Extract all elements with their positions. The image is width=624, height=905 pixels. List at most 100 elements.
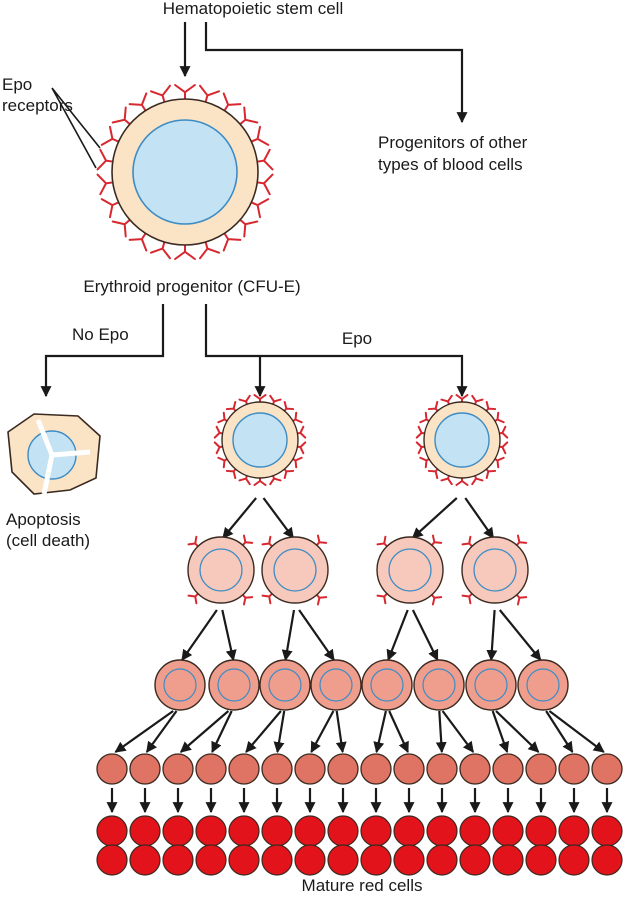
erythroblast-cell [259, 659, 311, 711]
mature-red-cell [558, 844, 590, 876]
proerythroblast-cell [461, 534, 529, 606]
arrow-division-2 [386, 609, 409, 662]
mature-red-cell [162, 815, 194, 847]
nucleus [526, 668, 560, 702]
mature-red-cell [228, 844, 260, 876]
mature-red-cell [591, 844, 623, 876]
normoblast-cell [96, 753, 128, 785]
arrow-no-epo-to-apoptosis [40, 304, 165, 398]
mature-red-cell [492, 844, 524, 876]
arrow-division-2 [221, 609, 237, 662]
proerythroblast-cell [261, 534, 329, 606]
arrows-layer [40, 22, 613, 814]
normoblast-cell [360, 753, 392, 785]
erythroblast-cell [413, 659, 465, 711]
nucleus [132, 119, 238, 225]
mature-red-cell [261, 815, 293, 847]
mature-red-cell [426, 815, 458, 847]
arrow-division-3 [388, 710, 409, 754]
erythroblast-cell [361, 659, 413, 711]
normoblast-cell [294, 753, 326, 785]
arrow-division-3 [545, 710, 574, 753]
other-progenitors-label-line1: Progenitors of other [378, 133, 528, 152]
proerythroblast-cell [187, 534, 255, 606]
erythroblast-cell [465, 659, 517, 711]
erythroid-progenitor-label: Erythroid progenitor (CFU-E) [83, 277, 301, 296]
nucleus [388, 548, 432, 592]
apoptosis-label-line1: Apoptosis [6, 510, 81, 529]
normoblast-cell [393, 753, 425, 785]
normoblast-cell [129, 753, 161, 785]
mature-red-cell [228, 815, 260, 847]
no-epo-label: No Epo [72, 325, 129, 344]
mature-red-cell [261, 844, 293, 876]
arrow-division-3 [548, 710, 605, 753]
arrow-division-1 [222, 497, 257, 539]
arrow-division-3 [179, 710, 230, 753]
arrow-division-3 [273, 710, 286, 754]
normoblast-cell [525, 753, 557, 785]
epo-label: Epo [341, 329, 373, 348]
mature-red-cell [162, 844, 194, 876]
arrow-division-3 [145, 710, 178, 753]
mature-red-cell [96, 844, 128, 876]
normoblast-cell [459, 753, 491, 785]
arrow-division-3 [310, 710, 335, 753]
mature-red-cell [525, 815, 557, 847]
mature-red-cells-label: Mature red cells [301, 876, 423, 895]
erythroblast-cell [310, 659, 362, 711]
mature-red-cell [525, 844, 557, 876]
arrow-division-3 [435, 710, 447, 754]
arrow-division-2 [298, 609, 335, 661]
mature-red-cell [195, 844, 227, 876]
mature-red-cell [459, 844, 491, 876]
normoblast-cell [228, 753, 260, 785]
arrow-division-3 [441, 710, 475, 753]
mature-red-cell [96, 815, 128, 847]
arrow-division-1 [262, 497, 295, 539]
stem-cell-label: Hematopoietic stem cell [162, 0, 344, 18]
erythroblast-cell [208, 659, 260, 711]
apoptosis-label-line2: (cell death) [6, 531, 91, 550]
mature-red-cell [360, 815, 392, 847]
normoblast-cell [426, 753, 458, 785]
arrow-division-2 [498, 609, 542, 661]
mature-red-cell [129, 844, 161, 876]
epo-stimulated-progenitor-cell [213, 394, 307, 486]
epo-receptors-label-line1: Epo [2, 75, 33, 94]
arrow-division-3 [495, 710, 540, 753]
nucleus [434, 412, 490, 468]
arrow-division-3 [335, 710, 347, 754]
normoblast-cell [261, 753, 293, 785]
mature-red-cell [195, 815, 227, 847]
nucleus [319, 668, 353, 702]
normoblast-cell [558, 753, 590, 785]
mature-red-cell [360, 844, 392, 876]
nucleus [199, 548, 243, 592]
mature-red-cell [492, 815, 524, 847]
nucleus [268, 668, 302, 702]
epo-receptors-label-line2: receptors [2, 96, 73, 115]
normoblast-cell [591, 753, 623, 785]
arrow-division-3 [211, 710, 233, 753]
arrow-division-2 [486, 609, 498, 662]
mature-red-cell [327, 815, 359, 847]
mature-red-cell [558, 815, 590, 847]
normoblast-cell [162, 753, 194, 785]
arrow-epo-branch [204, 304, 468, 398]
arrow-division-2 [411, 609, 439, 661]
arrow-division-3 [114, 710, 174, 753]
mature-red-cell [129, 815, 161, 847]
normoblast-cell [492, 753, 524, 785]
nucleus [474, 668, 508, 702]
normoblast-cell [327, 753, 359, 785]
nucleus [422, 668, 456, 702]
mature-red-cell [591, 815, 623, 847]
apoptotic-cracks [35, 419, 91, 495]
epo-stimulated-progenitor-cell [415, 394, 509, 486]
proerythroblast-cell [376, 534, 444, 606]
apoptotic-cell [7, 413, 101, 495]
arrow-division-3 [491, 710, 510, 754]
